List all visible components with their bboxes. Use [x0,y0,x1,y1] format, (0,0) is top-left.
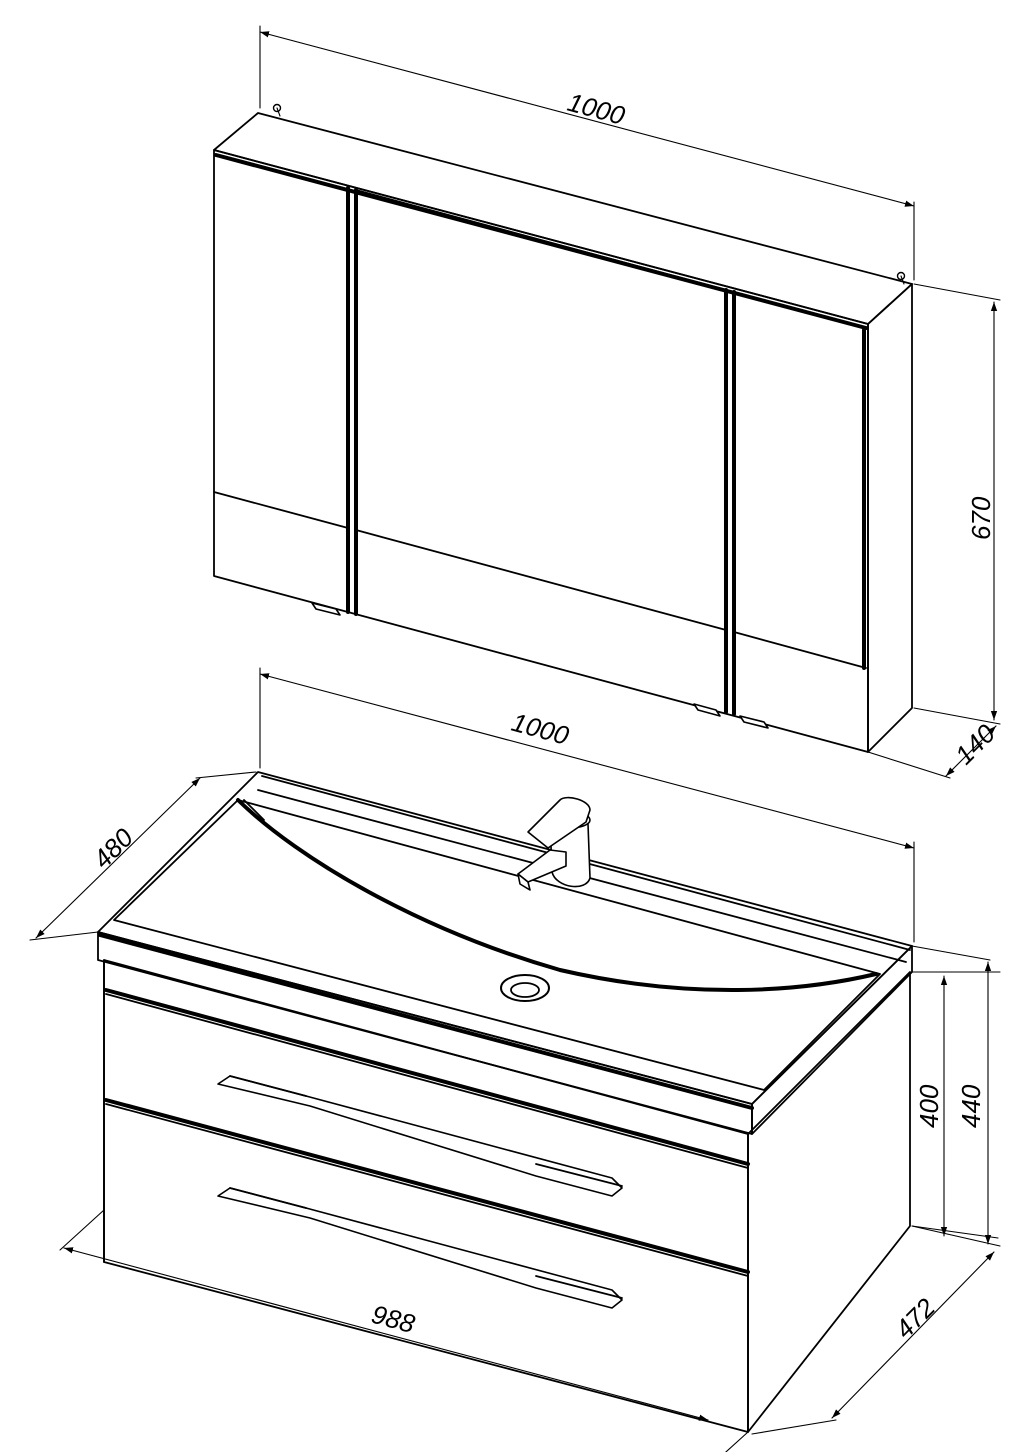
vanity-cabinet [97,771,913,1433]
mirror-cabinet [213,103,913,753]
door-handle-left [311,602,341,616]
mirror-depth-label: 140 [949,718,1001,770]
basin-width-label: 1000 [508,707,572,751]
drain-icon [500,974,550,1002]
mirror-width-label: 1000 [564,87,628,131]
door-handle-right [739,715,769,729]
mirror-height-label: 670 [966,496,996,540]
hanging-screw-left [272,103,282,117]
drawer-handle-top [217,1075,623,1197]
dimension-labels: 1000 670 140 1000 480 988 472 400 440 [87,87,1001,1344]
basin-depth-label: 480 [87,822,139,874]
door-handle-center [693,703,721,717]
cabinet-depth-label: 472 [889,1292,941,1344]
cabinet-height-label: 400 [914,1084,944,1128]
dimension-lines [29,25,1001,1452]
total-height-label: 440 [956,1084,986,1128]
drawer-handle-bottom [217,1187,623,1309]
hanging-screw-right [896,271,906,285]
